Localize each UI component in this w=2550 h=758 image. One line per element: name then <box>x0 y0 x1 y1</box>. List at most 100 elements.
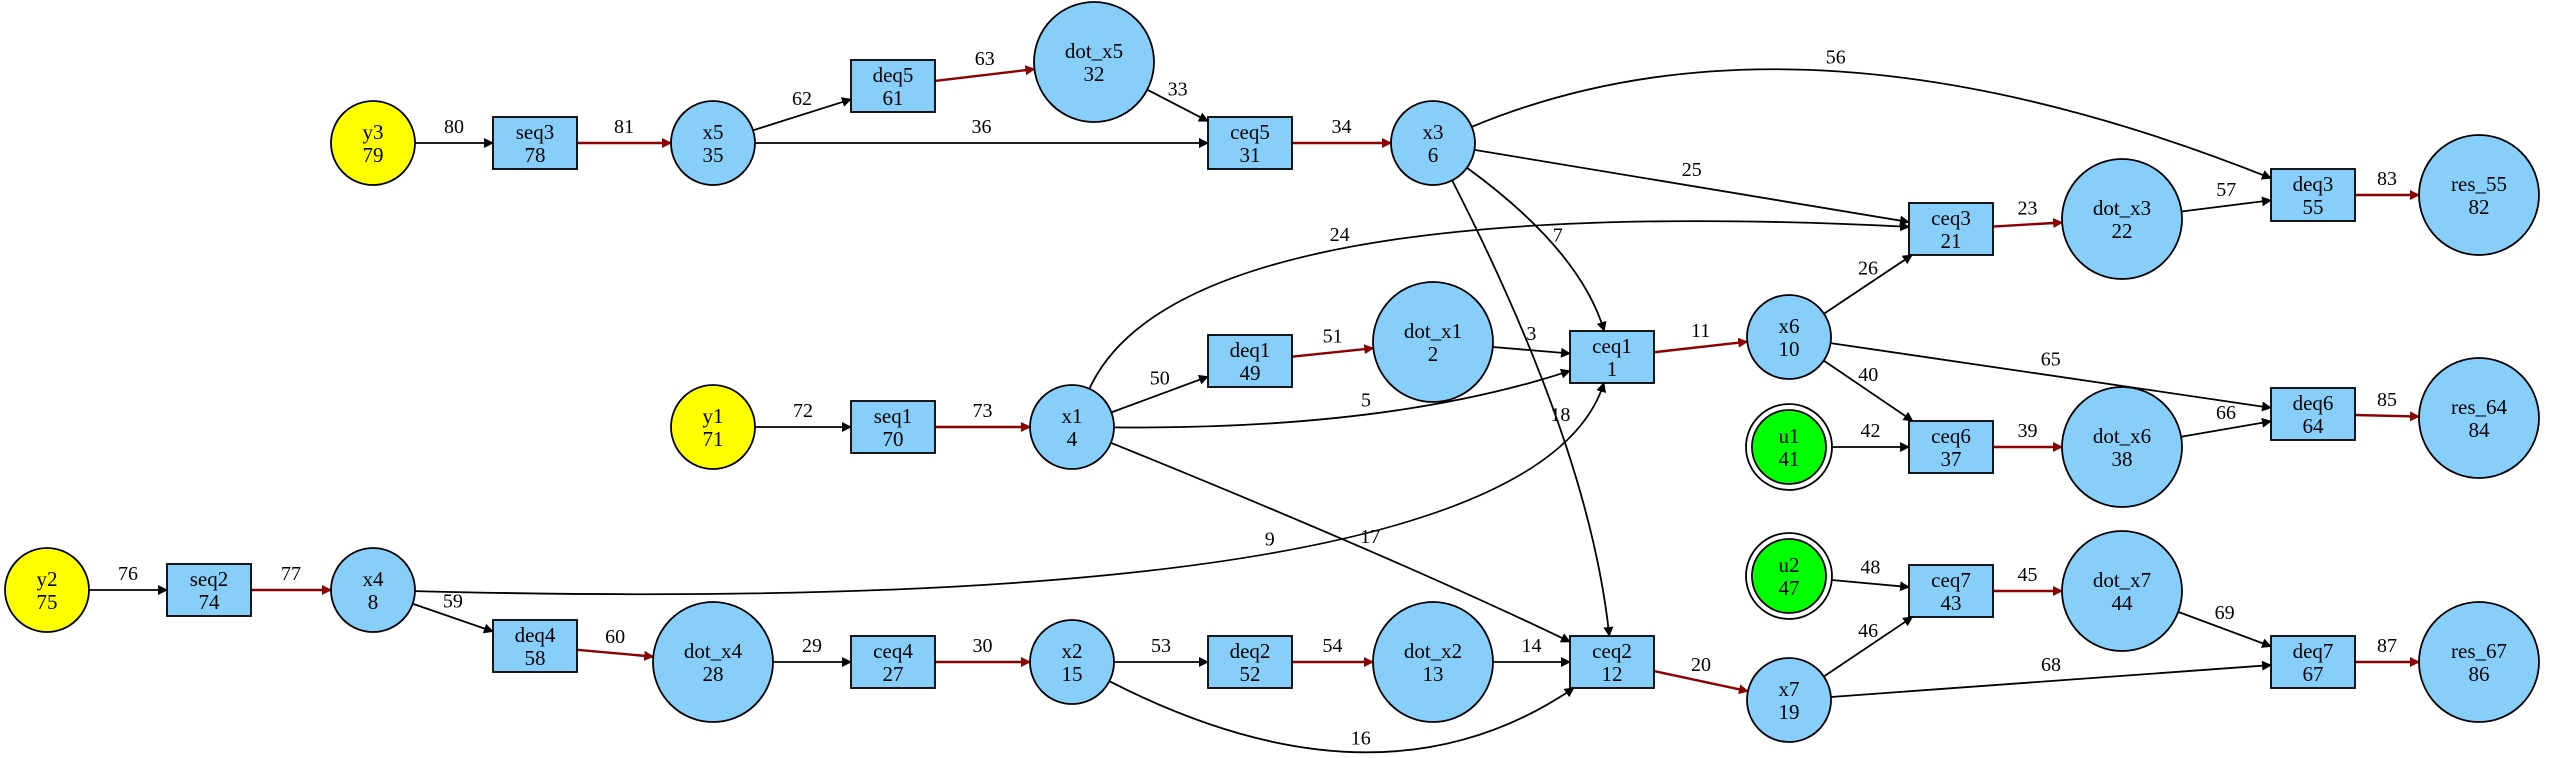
edge-dot_x7-deq7: 69 <box>2177 602 2272 648</box>
edge-x7-ceq7: 46 <box>1823 616 1914 678</box>
edge-label: 60 <box>605 626 625 648</box>
node-number: 38 <box>2112 447 2133 471</box>
node-number: 22 <box>2112 219 2133 243</box>
node-number: 64 <box>2303 414 2325 438</box>
node-dot_x1[interactable]: dot_x12 <box>1372 281 1494 403</box>
edge-label: 24 <box>1330 224 1350 246</box>
node-number: 10 <box>1779 337 1800 361</box>
edge-ceq1-x6: 11 <box>1653 320 1749 354</box>
node-name: x7 <box>1779 677 1800 701</box>
node-box <box>2270 635 2356 689</box>
node-name: deq5 <box>873 63 914 87</box>
edge-x5-deq5: 62 <box>752 88 852 132</box>
node-number: 35 <box>703 143 724 167</box>
edge-deq4-dot_x4: 60 <box>576 626 655 661</box>
node-x1[interactable]: x14 <box>1029 384 1115 470</box>
edge-x3-ceq3: 25 <box>1474 148 1910 226</box>
node-box <box>492 619 578 673</box>
edge-label: 57 <box>2216 179 2236 201</box>
node-circle <box>1746 294 1832 380</box>
node-name: dot_x7 <box>2093 568 2151 592</box>
edge-label: 51 <box>1323 325 1343 347</box>
node-name: ceq7 <box>1931 568 1971 592</box>
node-x4[interactable]: x48 <box>330 547 416 633</box>
node-name: seq1 <box>874 404 913 428</box>
edge-line <box>2354 411 2421 422</box>
node-name: ceq6 <box>1931 424 1971 448</box>
node-name: dot_x1 <box>1404 319 1462 343</box>
node-circle <box>670 100 756 186</box>
edge-line <box>1653 337 1749 354</box>
node-name: ceq5 <box>1230 120 1270 144</box>
edge-line <box>1992 218 2064 229</box>
node-name: x1 <box>1062 404 1083 428</box>
node-number: 47 <box>1779 576 1800 600</box>
edge-label: 48 <box>1860 557 1880 579</box>
edge-line <box>412 602 494 634</box>
node-number: 52 <box>1240 662 1261 686</box>
edge-x6-ceq6: 40 <box>1823 359 1914 422</box>
edge-line <box>1111 375 1209 414</box>
edge-seq2-x4: 77 <box>251 563 332 595</box>
node-x3[interactable]: x36 <box>1390 100 1476 186</box>
node-number: 37 <box>1941 447 1962 471</box>
node-circle <box>2061 386 2183 508</box>
edge-line <box>414 382 1606 596</box>
node-name: u2 <box>1779 553 1800 577</box>
edge-label: 56 <box>1826 46 1846 68</box>
edge-line <box>1492 346 1571 358</box>
edge-y3-seq3: 80 <box>415 116 494 148</box>
edge-label: 26 <box>1858 257 1878 279</box>
node-box <box>2270 168 2356 222</box>
edge-line <box>2180 417 2272 438</box>
edge-seq1-x1: 73 <box>935 400 1031 432</box>
edge-line <box>752 97 852 132</box>
edge-line <box>1831 579 1910 592</box>
edge-label: 36 <box>972 116 992 138</box>
node-name: y1 <box>703 404 724 428</box>
node-circle <box>1390 100 1476 186</box>
node-number: 31 <box>1240 143 1261 167</box>
node-name: ceq4 <box>873 639 913 663</box>
node-name: dot_x5 <box>1065 39 1123 63</box>
edge-label: 83 <box>2377 168 2397 190</box>
node-box <box>166 563 252 617</box>
node-box <box>2270 387 2356 441</box>
node-box <box>1908 564 1994 618</box>
